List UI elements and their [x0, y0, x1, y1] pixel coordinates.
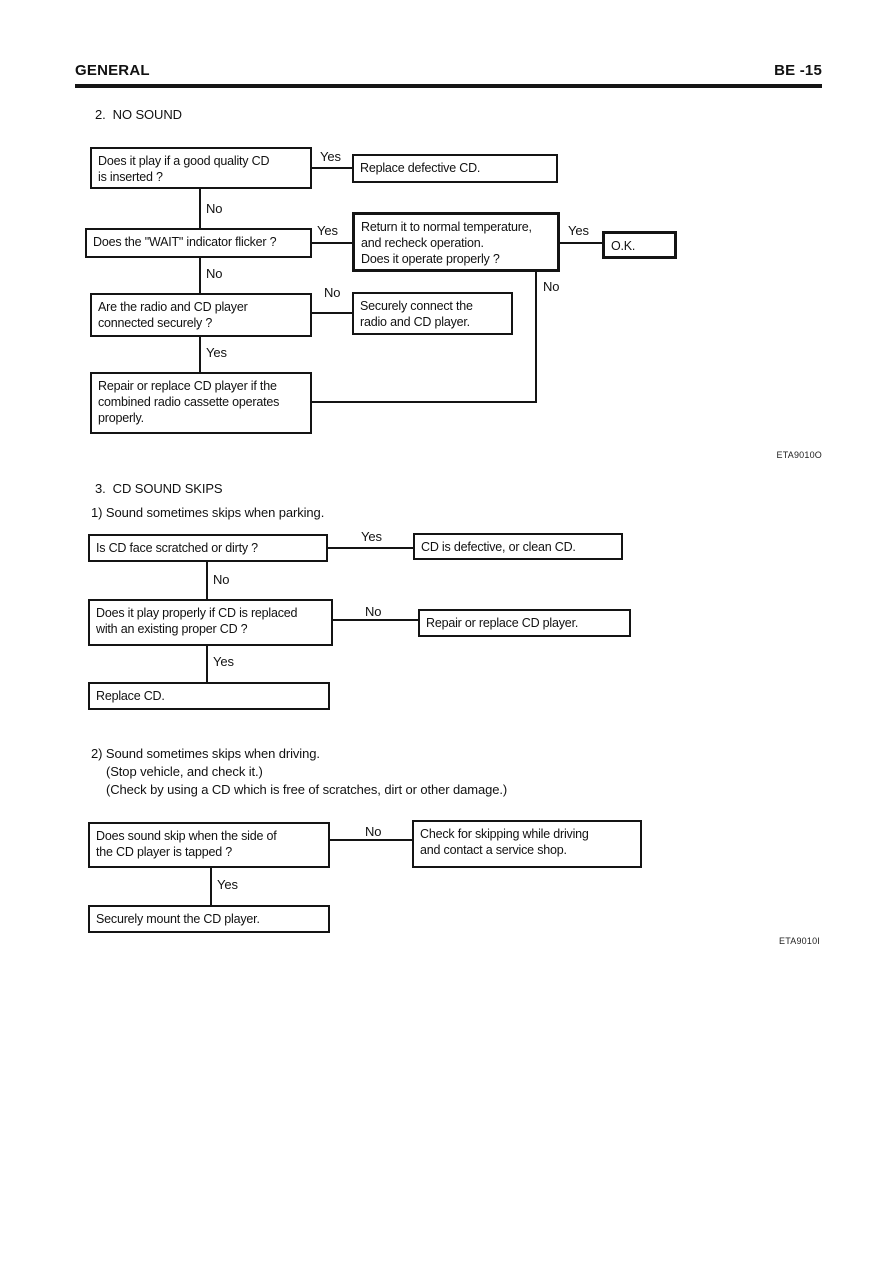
flow1-no-label-2: No [543, 279, 560, 294]
flow1-connector-yes-3 [560, 242, 602, 244]
flow1-question-good-cd-box: Does it play if a good quality CD is ins… [90, 147, 312, 189]
flow2-no-label-2: No [365, 604, 382, 619]
section2-title: 2. NO SOUND [95, 107, 182, 122]
header-section-title: GENERAL [75, 62, 150, 79]
flow1-answer-replace-defective-box: Replace defective CD. [352, 154, 558, 183]
flow3-yes-label-1: Yes [217, 877, 238, 892]
flow2-yes-label-2: Yes [213, 654, 234, 669]
flow1-yes-label-1: Yes [320, 149, 341, 164]
header-page-number: BE -15 [774, 62, 822, 79]
flow1-answer-ok-box: O.K. [602, 231, 677, 259]
flow1-answer-repair-combined-box: Repair or replace CD player if the combi… [90, 372, 312, 434]
flow1-connector-no-return [312, 401, 537, 403]
section3-sub1: 1) Sound sometimes skips when parking. [91, 505, 325, 520]
flow1-connector-yes-2 [312, 242, 352, 244]
flow1-connector-yes-1 [312, 167, 352, 169]
flow1-connector-yes-4 [199, 337, 201, 372]
section3-sub2-note2: (Check by using a CD which is free of sc… [106, 782, 508, 797]
flow1-connector-no-down [535, 272, 537, 403]
flow2-connector-yes-2 [206, 646, 208, 682]
flow2-answer-repair-player-box: Repair or replace CD player. [418, 609, 631, 637]
section3-sub2: 2) Sound sometimes skips when driving. [91, 746, 320, 761]
flow1-connector-no-2 [199, 258, 201, 293]
flow1-yes-label-3: Yes [568, 223, 589, 238]
flow3-connector-no-1 [330, 839, 412, 841]
flow2-yes-label-1: Yes [361, 529, 382, 544]
flow2-connector-yes-1 [328, 547, 413, 549]
flow3-question-skip-tapped-box: Does sound skip when the side of the CD … [88, 822, 330, 868]
flow1-no-label-4: No [324, 285, 341, 300]
flow3-answer-mount-box: Securely mount the CD player. [88, 905, 330, 933]
flow3-answer-check-driving-box: Check for skipping while driving and con… [412, 820, 642, 868]
flow2-answer-defective-box: CD is defective, or clean CD. [413, 533, 623, 560]
flow1-no-label-1: No [206, 201, 223, 216]
flow1-connector-no-1 [199, 189, 201, 228]
flow1-yes-label-4: Yes [206, 345, 227, 360]
header-rule [75, 84, 822, 88]
flow3-connector-yes-1 [210, 868, 212, 905]
flow2-question-scratched-box: Is CD face scratched or dirty ? [88, 534, 328, 562]
flow2-answer-replace-cd-box: Replace CD. [88, 682, 330, 710]
flow2-question-play-proper-box: Does it play properly if CD is replaced … [88, 599, 333, 646]
flow1-reference-code: ETA9010O [776, 450, 822, 460]
flow3-no-label-1: No [365, 824, 382, 839]
section3-title: 3. CD SOUND SKIPS [95, 481, 223, 496]
flow1-answer-connect-securely-box: Securely connect the radio and CD player… [352, 292, 513, 335]
flow1-connector-no-3 [312, 312, 352, 314]
flow1-question-wait-flicker-box: Does the "WAIT" indicator flicker ? [85, 228, 312, 258]
flow3-reference-code: ETA9010I [779, 936, 820, 946]
flow1-answer-return-temperature-box: Return it to normal temperature, and rec… [352, 212, 560, 272]
section3-sub2-note1: (Stop vehicle, and check it.) [106, 764, 263, 779]
flow1-no-label-3: No [206, 266, 223, 281]
flow1-yes-label-2: Yes [317, 223, 338, 238]
flow2-connector-no-2 [333, 619, 418, 621]
flow1-question-connected-securely-box: Are the radio and CD player connected se… [90, 293, 312, 337]
flow2-connector-no-1 [206, 562, 208, 599]
flow2-no-label-1: No [213, 572, 230, 587]
